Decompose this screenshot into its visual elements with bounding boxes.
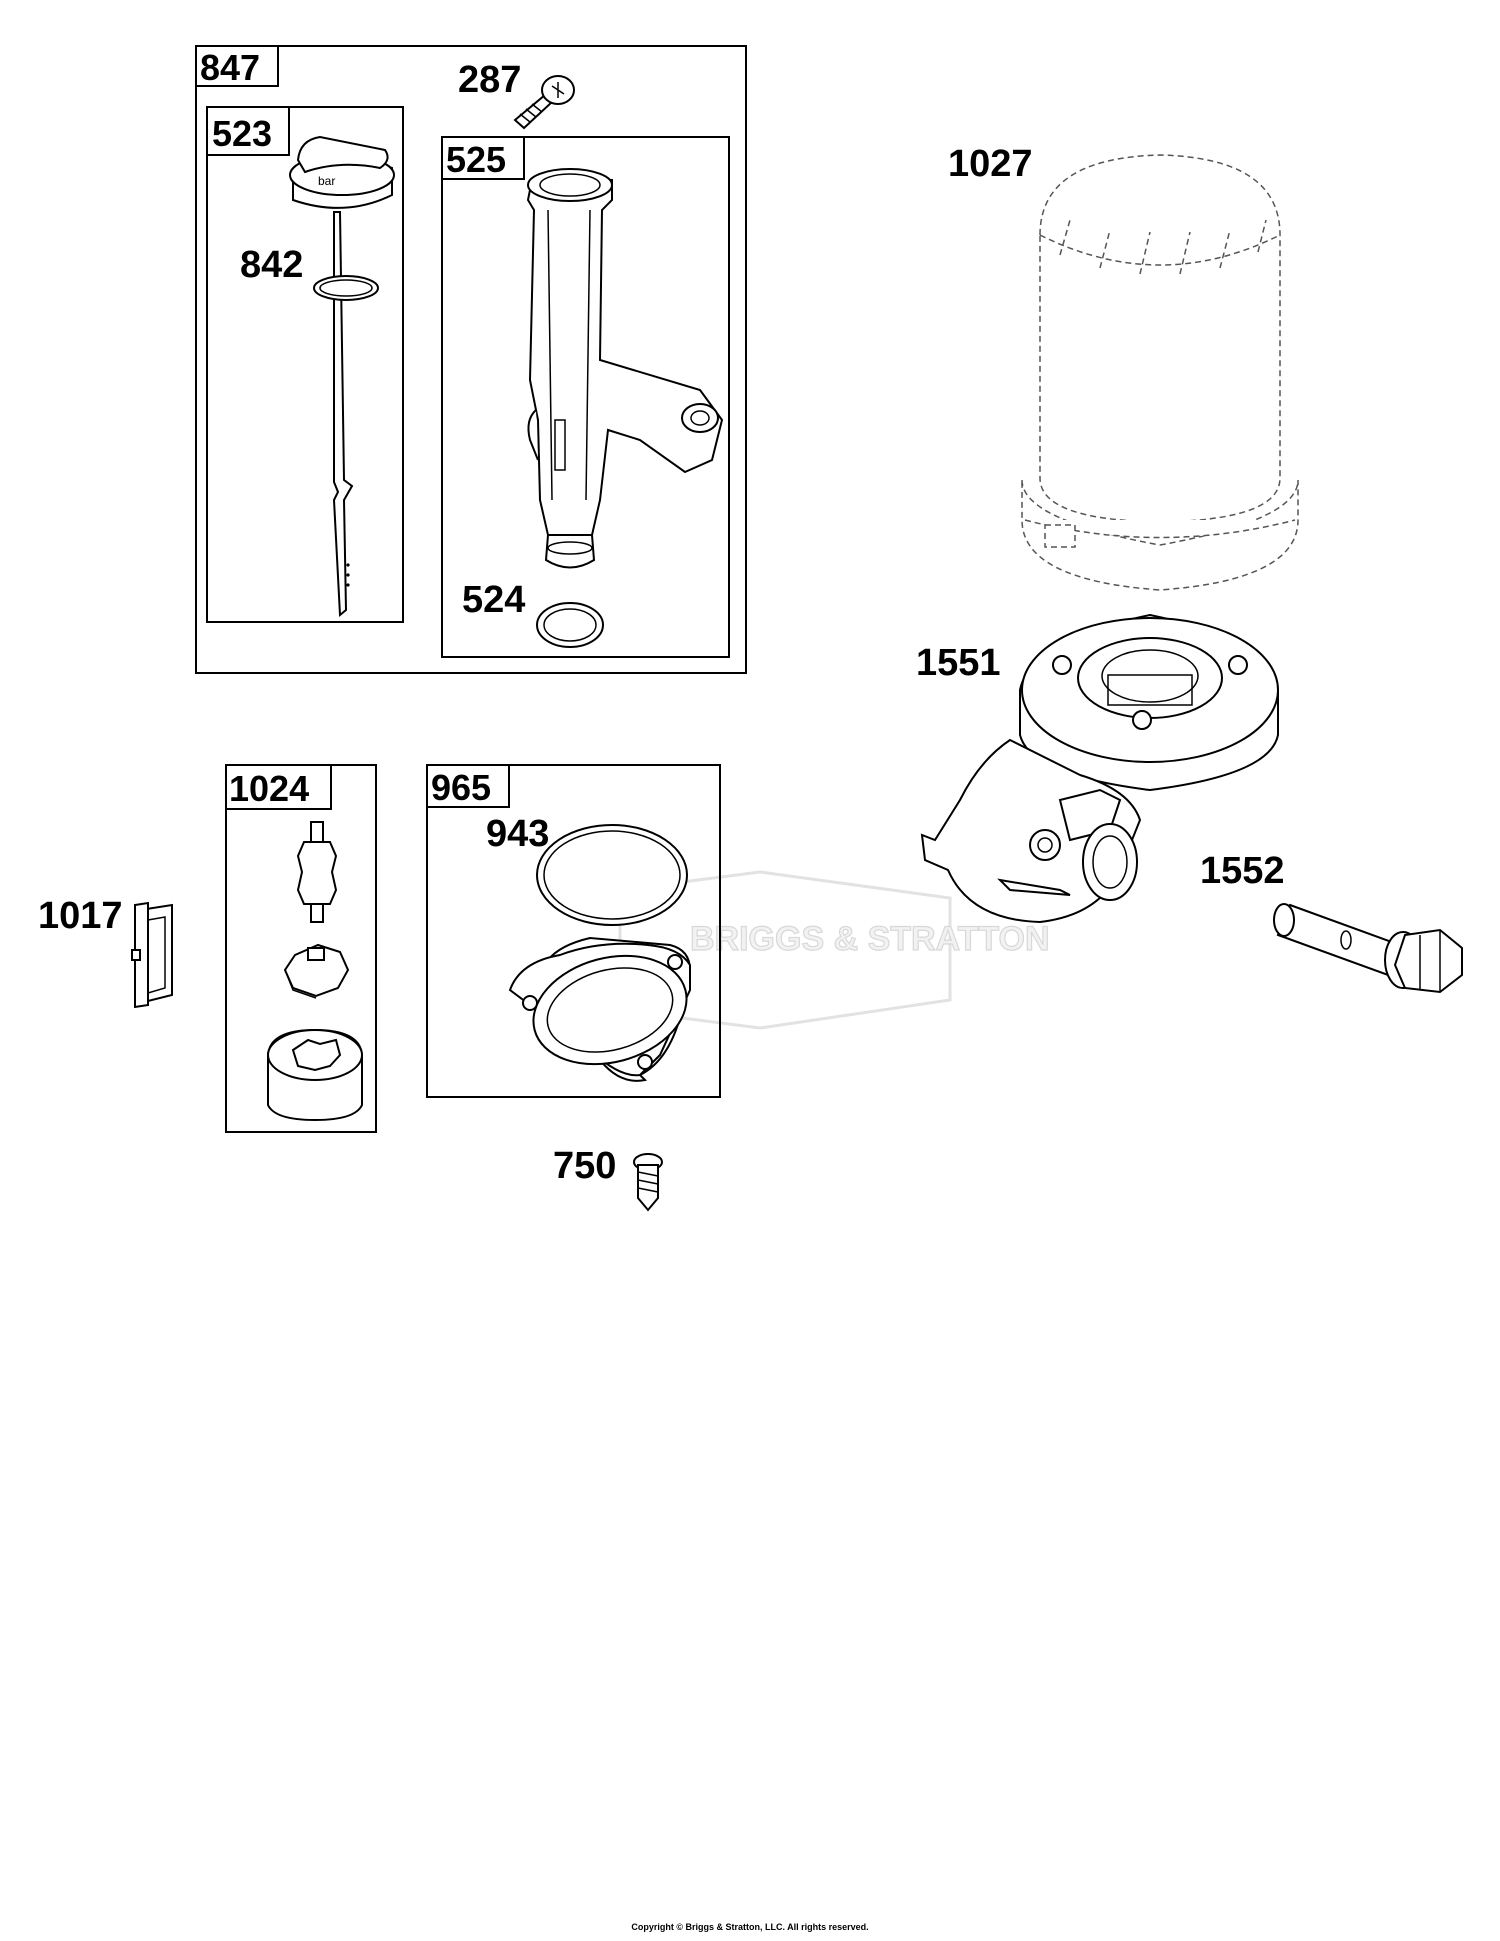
cover-plate-icon	[508, 936, 692, 1082]
screw-287-icon	[513, 75, 575, 130]
seal-524-icon	[536, 602, 604, 648]
callout-1552: 1552	[1200, 850, 1285, 892]
kit-965-label-box	[426, 764, 510, 808]
oil-pump-shaft-icon	[296, 821, 338, 923]
dipstick-icon: bar	[289, 135, 395, 618]
kit-847-frame	[195, 45, 747, 674]
copyright-footer: Copyright © Briggs & Stratton, LLC. All …	[631, 1922, 869, 1932]
kit-847-label-box	[195, 45, 279, 87]
callout-943: 943	[486, 813, 549, 855]
kit-965-frame	[426, 764, 721, 1098]
svg-text:bar: bar	[318, 174, 335, 188]
dipstick-tube-icon	[526, 168, 724, 569]
kit-1024-label-box	[225, 764, 332, 810]
kit-965-box: 965 943	[426, 764, 721, 1098]
kit-847-box: 847 523 bar 842 525	[195, 45, 747, 674]
callout-1027: 1027	[948, 143, 1033, 185]
oil-pump-rotor-inner-icon	[283, 943, 350, 999]
watermark-text: BRIGGS & STRATTON	[690, 920, 1050, 958]
callout-750: 750	[553, 1145, 616, 1187]
kit-523-label: 523	[212, 113, 272, 154]
kit-523-frame	[206, 106, 404, 623]
callout-524: 524	[462, 579, 525, 621]
kit-847-label: 847	[200, 47, 260, 88]
part-1017-icon	[131, 901, 173, 1009]
callout-1017: 1017	[38, 895, 123, 937]
kit-525-frame	[441, 136, 730, 658]
oil-filter-adapter-icon	[920, 613, 1279, 924]
callout-287: 287	[458, 59, 521, 101]
kit-1024-box: 1024	[225, 764, 377, 1133]
oil-pump-rotor-outer-icon	[267, 1028, 363, 1122]
screw-750-icon	[633, 1153, 663, 1212]
kit-1024-label: 1024	[229, 768, 309, 809]
kit-523-label-box	[206, 106, 290, 156]
gasket-943-icon	[536, 824, 688, 926]
kit-525-label-box	[441, 136, 525, 180]
kit-525-label: 525	[446, 139, 506, 180]
kit-965-label: 965	[431, 767, 491, 808]
oil-filter-icon	[1021, 154, 1299, 591]
callout-1551: 1551	[916, 642, 1001, 684]
fitting-1552-icon	[1273, 903, 1463, 994]
watermark-logo: BRIGGS & STRATTON	[618, 870, 1050, 1030]
callout-842: 842	[240, 244, 303, 286]
